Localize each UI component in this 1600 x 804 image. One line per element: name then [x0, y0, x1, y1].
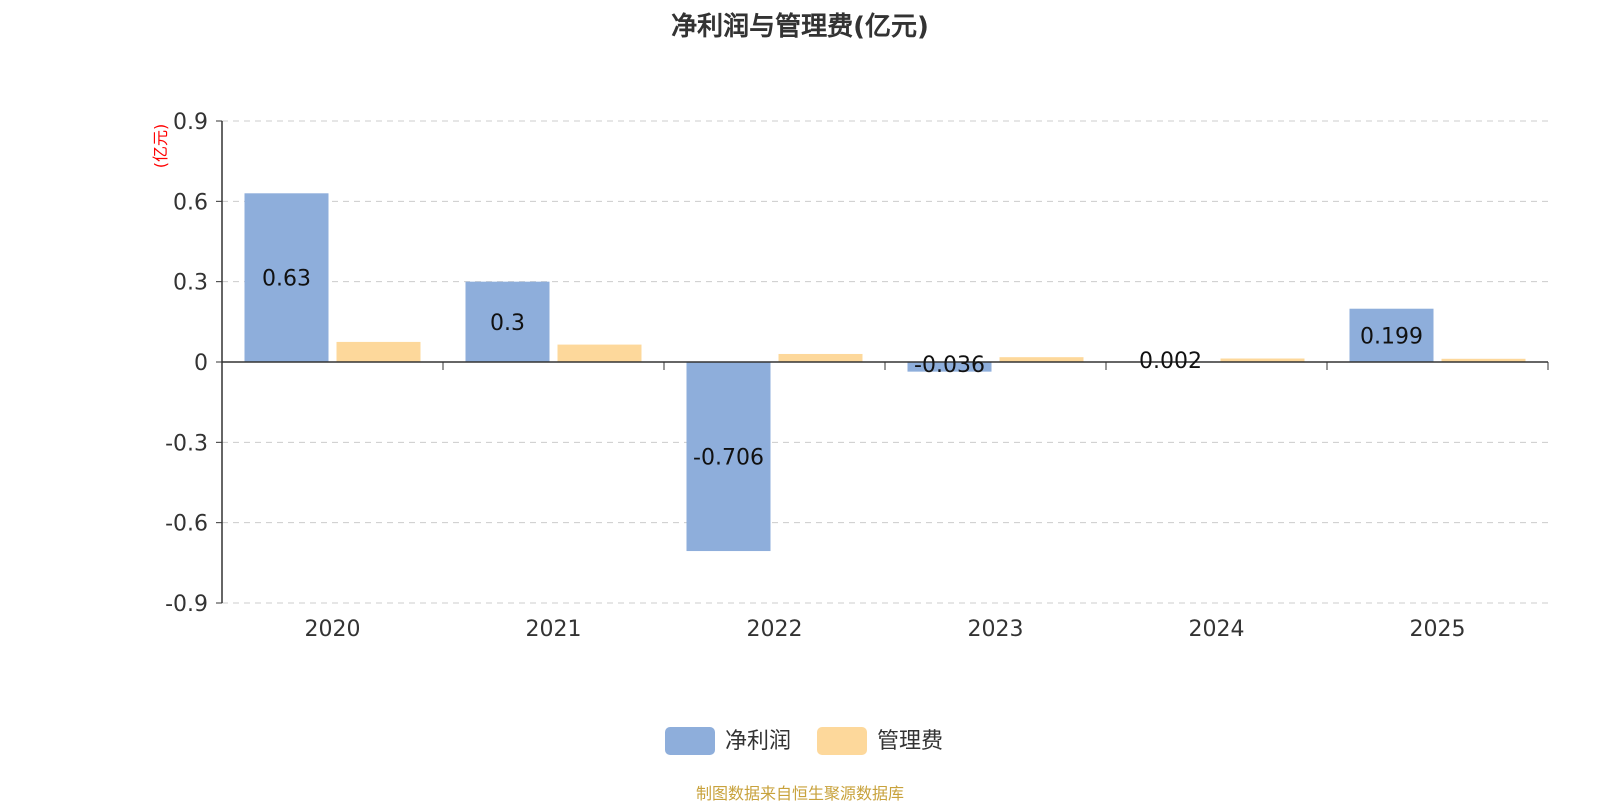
- axes: 0.9 0.6 0.3 0 -0.3 -0.6 -0.9 (亿元) 2020 2021 2022 20…: [151, 110, 1549, 642]
- y-tick-label: -0.6: [165, 512, 208, 537]
- x-tick-label: 2020: [305, 617, 361, 642]
- chart-title: 净利润与管理费(亿元): [671, 12, 929, 42]
- bar-admin-fee-2022: [778, 353, 863, 362]
- y-tick-label: 0.3: [173, 271, 208, 296]
- legend-swatch-0: [665, 727, 715, 755]
- bar-net-profit-2020: [244, 193, 329, 362]
- y-tick-label: 0.6: [173, 190, 208, 215]
- bar-admin-fee-2025: [1441, 358, 1526, 362]
- bar-admin-fee-2024: [1220, 358, 1305, 362]
- legend-label-1: 管理费: [877, 729, 944, 754]
- legend-label-0: 净利润: [725, 729, 792, 754]
- y-tick-label: -0.3: [165, 431, 208, 456]
- bar-net-profit-2021: [465, 281, 550, 362]
- x-tick-label: 2024: [1189, 617, 1245, 642]
- data-label-2021: 0.3: [490, 311, 525, 336]
- data-labels: 0.63 0.3 -0.706 -0.036 0.002 0.199: [262, 267, 1423, 471]
- legend-swatch-1: [817, 727, 867, 755]
- y-tick-label: -0.9: [165, 592, 208, 617]
- grid-lines: [222, 120, 1548, 604]
- x-tick-label: 2023: [968, 617, 1024, 642]
- bar-admin-fee-2021: [557, 344, 642, 362]
- y-axis-label: (亿元): [151, 124, 170, 169]
- bar-net-profit-2023: [907, 362, 992, 372]
- data-label-2024: 0.002: [1139, 349, 1202, 374]
- legend: 净利润 管理费: [0, 723, 1600, 755]
- x-tick-label: 2022: [747, 617, 803, 642]
- data-label-2025: 0.199: [1360, 324, 1423, 349]
- x-tick-label: 2025: [1410, 617, 1466, 642]
- bars: [244, 193, 1526, 552]
- y-tick-label: 0: [194, 351, 208, 376]
- data-label-2020: 0.63: [262, 267, 311, 292]
- bar-admin-fee-2020: [336, 341, 421, 362]
- legend-item-1[interactable]: 管理费: [817, 723, 957, 755]
- bar-net-profit-2025: [1349, 308, 1434, 362]
- bar-net-profit-2022: [686, 362, 771, 552]
- source-note: 制图数据来自恒生聚源数据库: [695, 784, 904, 803]
- data-label-2022: -0.706: [693, 446, 764, 471]
- x-tick-label: 2021: [526, 617, 582, 642]
- data-label-2023: -0.036: [914, 353, 985, 378]
- legend-item-0[interactable]: 净利润: [665, 723, 805, 755]
- bar-admin-fee-2023: [999, 357, 1084, 362]
- y-tick-label: 0.9: [173, 110, 208, 135]
